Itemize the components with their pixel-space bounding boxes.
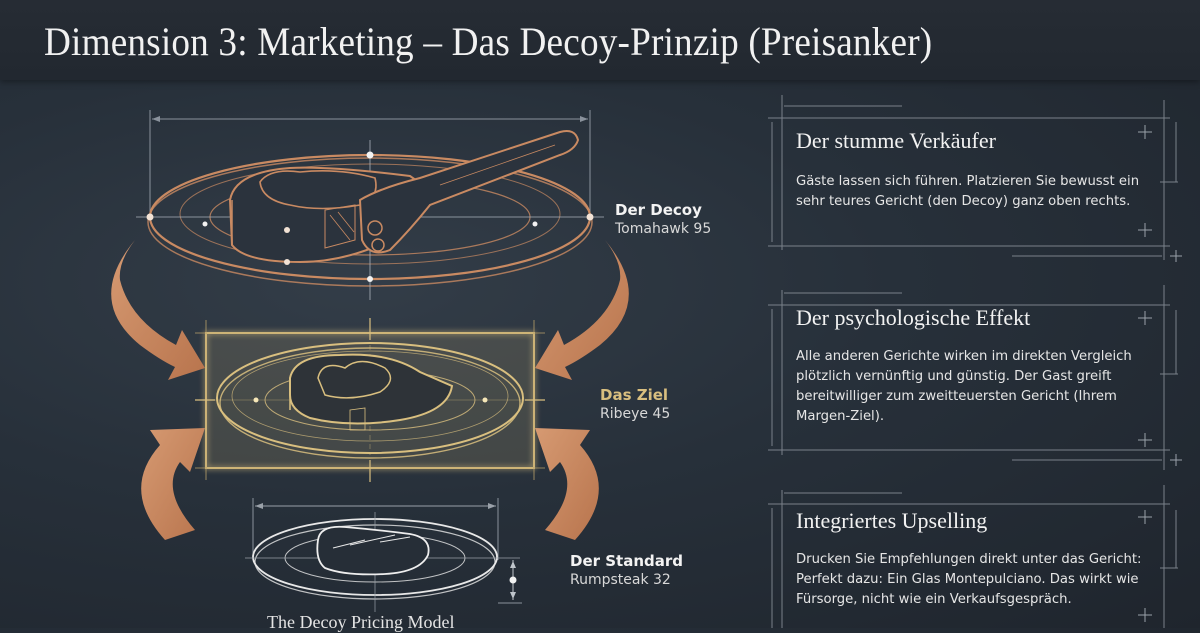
tomahawk-steak-plate-icon — [136, 110, 604, 300]
target-label: Das Ziel Ribeye 45 — [600, 386, 670, 422]
decoy-role: Der Decoy — [615, 201, 702, 219]
diagram-caption: The Decoy Pricing Model — [267, 612, 455, 632]
arrow-bottom-right-icon — [535, 428, 599, 540]
info-card-upselling: Integriertes Upselling Drucken Sie Empfe… — [778, 504, 1168, 628]
decoy-dish: Tomahawk 95 — [615, 221, 712, 237]
card-dimension-lines — [768, 95, 1182, 628]
decoy-label: Der Decoy Tomahawk 95 — [615, 201, 711, 237]
standard-dish: Rumpsteak 32 — [570, 572, 671, 588]
info-card-silent-seller: Der stumme Verkäufer Gäste lassen sich f… — [778, 118, 1168, 246]
arrow-bottom-left-icon — [141, 428, 205, 540]
info-card-psychological-effect: Der psychologische Effekt Alle anderen G… — [778, 305, 1168, 450]
rumpsteak-plate-icon — [245, 498, 522, 612]
standard-role: Der Standard — [570, 552, 684, 570]
target-role: Das Ziel — [600, 386, 669, 404]
arrow-top-left-icon — [111, 240, 205, 380]
title-bar: Dimension 3: Marketing – Das Decoy-Prinz… — [0, 0, 1200, 80]
card-body: Alle anderen Gerichte wirken im direkten… — [796, 349, 1132, 424]
decoy-pricing-diagram — [111, 110, 629, 612]
card-title: Integriertes Upselling — [796, 508, 988, 533]
arrow-top-right-icon — [535, 240, 629, 380]
card-title: Der stumme Verkäufer — [796, 128, 996, 153]
page-title: Dimension 3: Marketing – Das Decoy-Prinz… — [44, 19, 933, 64]
ribeye-steak-plate-icon — [195, 318, 545, 482]
card-title: Der psychologische Effekt — [796, 305, 1031, 330]
target-dish: Ribeye 45 — [600, 406, 671, 422]
card-body: Drucken Sie Empfehlungen direkt unter da… — [796, 552, 1142, 607]
standard-label: Der Standard Rumpsteak 32 — [570, 552, 683, 588]
card-body: Gäste lassen sich führen. Platzieren Sie… — [796, 174, 1140, 209]
